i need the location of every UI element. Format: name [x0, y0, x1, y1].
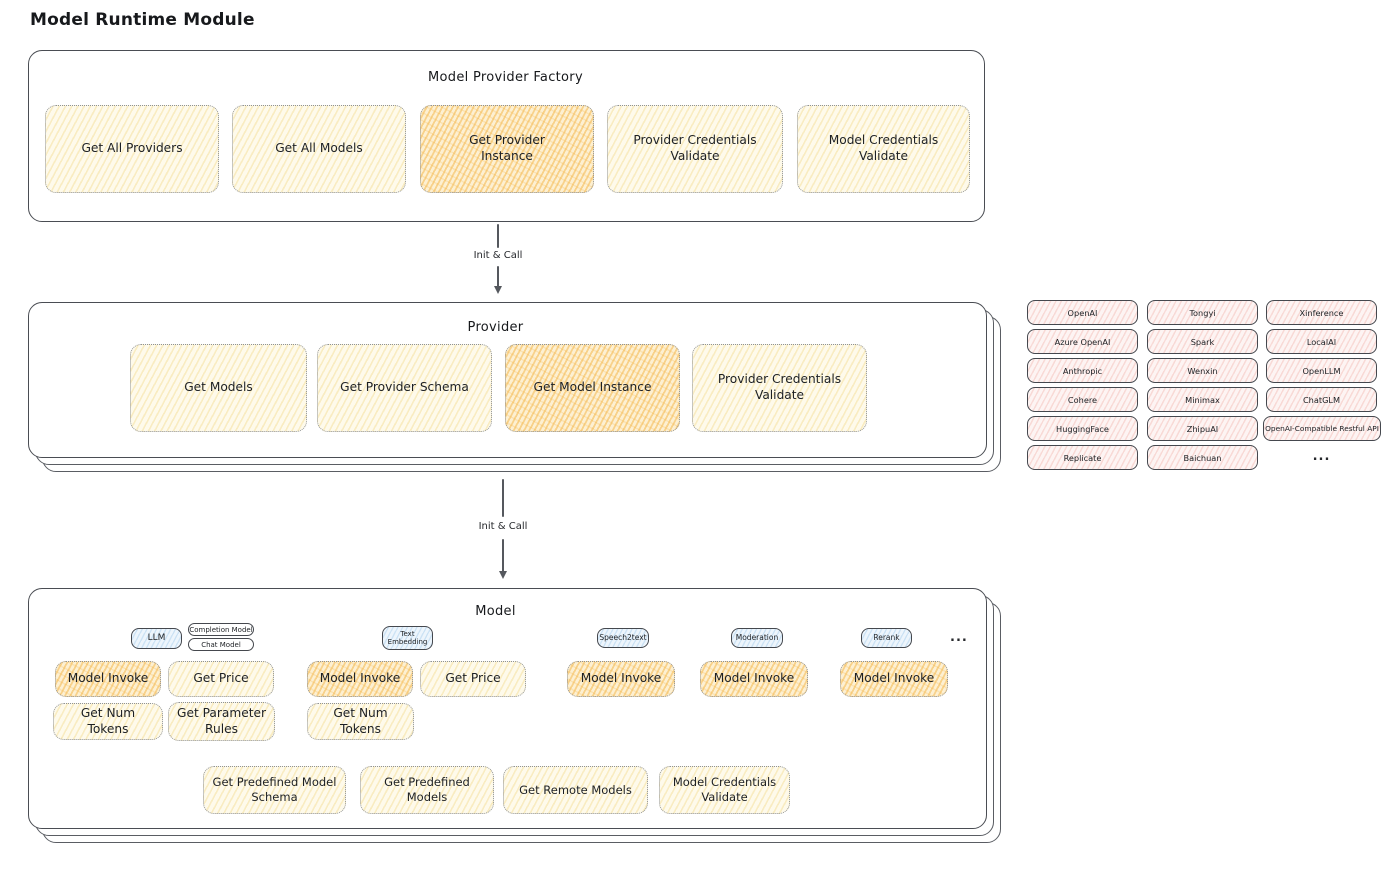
factory-box-model-credentials-validate: Model Credentials Validate — [797, 105, 970, 193]
tag-llm: LLM — [131, 628, 182, 649]
provider-chip-chatglm: ChatGLM — [1266, 387, 1377, 412]
factory-box-get-all-providers: Get All Providers — [45, 105, 219, 193]
factory-box-get-all-models: Get All Models — [232, 105, 406, 193]
rerank-model-invoke-box: Model Invoke — [840, 661, 948, 697]
model-box-get-predefined-model-schema: Get Predefined Model Schema — [203, 766, 346, 814]
model-box-model-credentials-validate: Model Credentials Validate — [659, 766, 790, 814]
llm-get-num-tokens-box: Get Num Tokens — [53, 703, 163, 740]
provider-chip-tongyi: Tongyi — [1147, 300, 1258, 325]
provider-box-get-models: Get Models — [130, 344, 307, 432]
tag-completion-model: Completion Model — [188, 623, 254, 636]
tag-rerank: Rerank — [861, 628, 912, 648]
llm-get-price-box: Get Price — [168, 661, 274, 697]
provider-chip-anthropic: Anthropic — [1027, 358, 1138, 383]
provider-chip-xinference: Xinference — [1266, 300, 1377, 325]
model-box-get-predefined-models: Get Predefined Models — [360, 766, 494, 814]
factory-box-provider-credentials-validate: Provider Credentials Validate — [607, 105, 783, 193]
provider-chip-openai: OpenAI — [1027, 300, 1138, 325]
provider-chip-huggingface: HuggingFace — [1027, 416, 1138, 441]
provider-chip-azure-openai: Azure OpenAI — [1027, 329, 1138, 354]
tag-chat-model: Chat Model — [188, 638, 254, 651]
init-call-arrow-2-label: Init & Call — [478, 521, 528, 532]
provider-box-get-provider-schema: Get Provider Schema — [317, 344, 492, 432]
factory-box-get-provider-instance: Get Provider Instance — [420, 105, 594, 193]
init-call-arrow-2-arrowhead-icon — [498, 571, 507, 579]
tag-speech2text: Speech2text — [597, 628, 649, 648]
moderation-model-invoke-box: Model Invoke — [700, 661, 808, 697]
provider-box-provider-credentials-validate: Provider Credentials Validate — [692, 344, 867, 432]
provider-chip-minimax: Minimax — [1147, 387, 1258, 412]
provider-grid-more-ellipsis: ... — [1312, 449, 1331, 464]
provider-panel-title: Provider — [467, 320, 524, 335]
model-panel-title: Model — [475, 604, 516, 619]
text-embedding-model-invoke-box: Model Invoke — [307, 661, 413, 697]
provider-box-get-model-instance: Get Model Instance — [505, 344, 680, 432]
provider-chip-openai-compatible-restful-api: OpenAI-Compatible Restful API — [1263, 416, 1381, 441]
model-types-more-ellipsis: ... — [950, 630, 968, 645]
factory-panel-title: Model Provider Factory — [428, 70, 583, 85]
provider-chip-localai: LocalAI — [1266, 329, 1377, 354]
init-call-arrow-2-line-bottom — [502, 539, 504, 572]
provider-chip-zhipuai: ZhipuAI — [1147, 416, 1258, 441]
text-embedding-get-num-tokens-box: Get Num Tokens — [307, 703, 414, 740]
provider-chip-openllm: OpenLLM — [1266, 358, 1377, 383]
text-embedding-get-price-box: Get Price — [420, 661, 526, 697]
provider-chip-cohere: Cohere — [1027, 387, 1138, 412]
init-call-arrow-1-line-top — [497, 224, 499, 248]
init-call-arrow-2-line-top — [502, 479, 504, 517]
page-title: Model Runtime Module — [30, 10, 255, 30]
model-box-get-remote-models: Get Remote Models — [503, 766, 648, 814]
tag-text-embedding: Text Embedding — [382, 626, 433, 650]
provider-chip-spark: Spark — [1147, 329, 1258, 354]
tag-moderation: Moderation — [731, 628, 783, 648]
provider-chip-wenxin: Wenxin — [1147, 358, 1258, 383]
factory-box-model-credentials-validate-label: Model Credentials Validate — [828, 133, 939, 163]
factory-box-provider-credentials-validate-label: Provider Credentials Validate — [633, 133, 757, 163]
provider-chip-baichuan: Baichuan — [1147, 445, 1258, 470]
provider-chip-replicate: Replicate — [1027, 445, 1138, 470]
factory-box-get-provider-instance-label: Get Provider Instance — [469, 133, 545, 163]
llm-model-invoke-box: Model Invoke — [55, 661, 161, 697]
init-call-arrow-1-arrowhead-icon — [493, 286, 502, 294]
provider-box-provider-credentials-validate-label: Provider Credentials Validate — [717, 372, 842, 402]
model-box-model-credentials-validate-label: Model Credentials Validate — [672, 775, 777, 804]
init-call-arrow-1-line-bottom — [497, 266, 499, 287]
llm-get-parameter-rules-box: Get Parameter Rules — [168, 702, 275, 741]
speech2text-model-invoke-box: Model Invoke — [567, 661, 675, 697]
init-call-arrow-1-label: Init & Call — [473, 250, 523, 261]
